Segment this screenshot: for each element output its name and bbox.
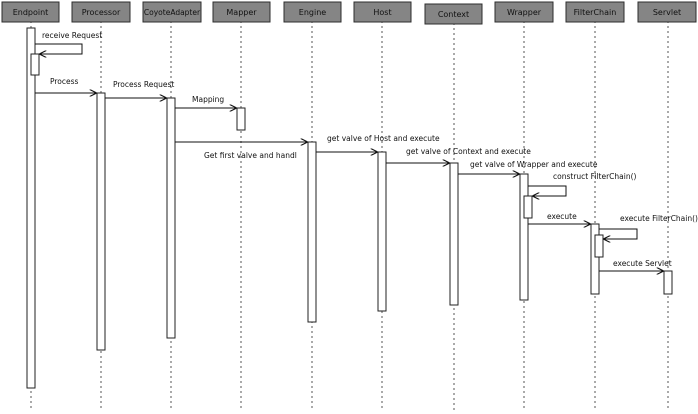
activation-bars (26, 27, 673, 389)
lifeline-header-host: Host (353, 1, 412, 23)
activation-filterchain-self (594, 234, 604, 258)
message-execute-servlet: execute Servlet (599, 259, 672, 271)
lifeline-label-context: Context (438, 10, 469, 19)
lifeline-label-mapper: Mapper (226, 8, 257, 17)
message-label: get valve of Wrapper and execute (470, 160, 598, 169)
activation-wrapper-self (523, 195, 533, 219)
message-label: Process Request (113, 80, 174, 89)
lifeline-label-servlet: Servlet (653, 8, 681, 17)
message-arrow (528, 185, 567, 196)
message-valve-wrapper: get valve of Wrapper and execute (458, 160, 598, 174)
message-execute: execute (528, 212, 590, 224)
lifeline-header-mapper: Mapper (212, 1, 271, 23)
message-label: execute Servlet (613, 259, 672, 268)
message-label: Mapping (192, 95, 224, 104)
lifeline-header-coyote: CoyoteAdapter (142, 1, 202, 23)
message-label: get valve of Context and execute (406, 147, 531, 156)
lifeline-header-processor: Processor (71, 1, 131, 23)
activation-servlet (663, 270, 673, 295)
message-label: execute FilterChain() (620, 214, 698, 223)
activation-coyote (166, 97, 176, 339)
message-arrow (599, 228, 638, 239)
activation-endpoint-self (30, 53, 40, 76)
message-label: receive Request (42, 31, 102, 40)
lifeline-label-wrapper: Wrapper (507, 8, 542, 17)
lifeline-header-engine: Engine (283, 1, 342, 23)
activation-context (449, 162, 459, 306)
lifeline-header-wrapper: Wrapper (494, 1, 554, 23)
activation-engine (307, 141, 317, 323)
message-label: get valve of Host and execute (327, 134, 440, 143)
lifeline-label-endpoint: Endpoint (13, 8, 49, 17)
message-label: execute (547, 212, 577, 221)
lifeline-header-servlet: Servlet (637, 1, 697, 23)
message-get-first-valve: Get first valve and handl (175, 142, 307, 160)
activation-endpoint (26, 27, 36, 389)
message-execute-filterchain: execute FilterChain() (599, 214, 698, 239)
lifeline-header-endpoint: Endpoint (1, 1, 60, 23)
message-process-request: Process Request (105, 80, 174, 98)
lifeline-label-coyote: CoyoteAdapter (144, 8, 201, 17)
activation-filterchain (590, 223, 600, 295)
lifeline-label-host: Host (373, 8, 391, 17)
message-label: Process (50, 77, 79, 86)
lifeline-header-context: Context (424, 3, 483, 25)
message-label: Get first valve and handl (204, 151, 297, 160)
message-arrow (35, 43, 83, 54)
lifeline-label-engine: Engine (299, 8, 326, 17)
message-label: construct FilterChain() (553, 172, 637, 181)
message-mapping: Mapping (175, 95, 236, 108)
message-process: Process (35, 77, 96, 93)
message-receive-request: receive Request (35, 31, 102, 54)
activation-mapper (236, 107, 246, 131)
activation-processor (96, 92, 106, 351)
activation-host (377, 151, 387, 312)
lifeline-header-filterchain: FilterChain (565, 1, 625, 23)
activation-wrapper (519, 173, 529, 301)
lifeline-label-processor: Processor (82, 8, 121, 17)
message-construct-filterchain: construct FilterChain() (528, 172, 637, 196)
message-valve-host: get valve of Host and execute (316, 134, 440, 152)
message-valve-context: get valve of Context and execute (386, 147, 531, 163)
lifeline-label-filterchain: FilterChain (574, 8, 617, 17)
